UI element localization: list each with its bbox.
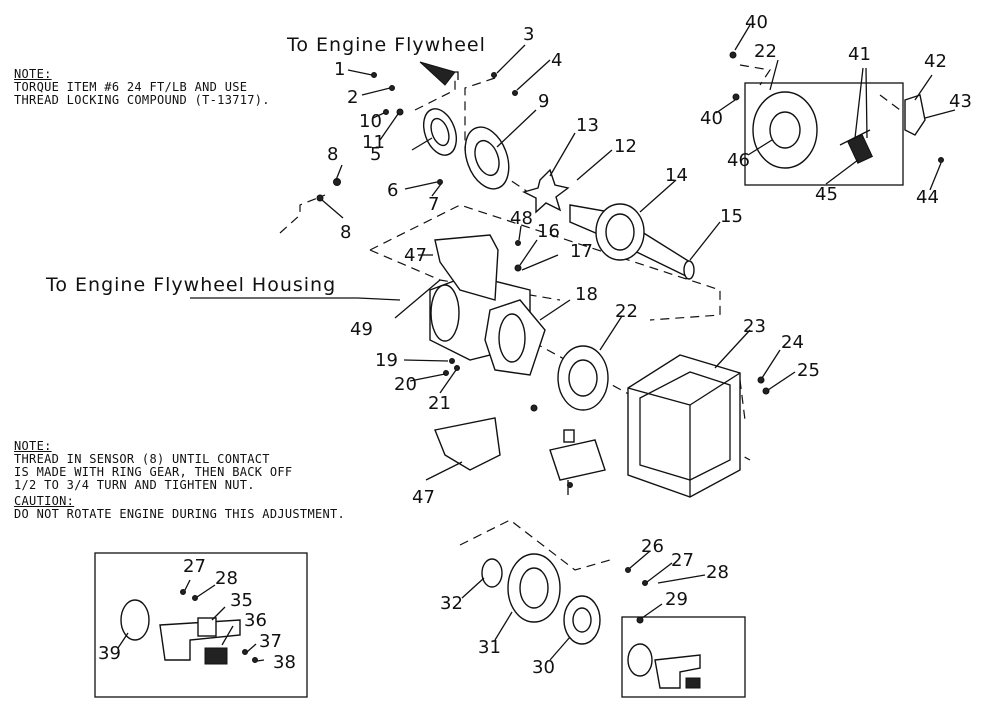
flywheel-label: To Engine Flywheel [287,34,486,56]
part-number-callout: 40 [700,108,723,129]
part-number-callout: 27 [671,550,694,571]
part-number-callout: 28 [706,562,729,583]
part-number-callout: 7 [428,194,439,215]
part-number-callout: 31 [478,637,501,658]
part-number-callout: 17 [570,241,593,262]
part-number-callout: 8 [327,144,338,165]
sensor-note-line-2: IS MADE WITH RING GEAR, THEN BACK OFF [14,465,293,479]
part-number-callout: 26 [641,536,664,557]
part-number-callout: 24 [781,332,804,353]
part-number-callout: 3 [523,24,534,45]
part-number-callout: 46 [727,150,750,171]
part-number-callout: 21 [428,393,451,414]
part-number-callout: 19 [375,350,398,371]
part-number-callout: 32 [440,593,463,614]
sensor-note-line-1: THREAD IN SENSOR (8) UNTIL CONTACT [14,452,270,466]
part-number-callout: 42 [924,51,947,72]
part-number-callout: 29 [665,589,688,610]
part-number-callout: 47 [412,487,435,508]
part-number-callout: 18 [575,284,598,305]
part-number-callout: 41 [848,44,871,65]
part-number-callout: 38 [273,652,296,673]
part-number-callout: 30 [532,657,555,678]
part-number-callout: 49 [350,319,373,340]
part-number-callout: 14 [665,165,688,186]
part-number-callout: 13 [576,115,599,136]
part-number-callout: 35 [230,590,253,611]
caution-heading: CAUTION: [14,494,75,508]
part-number-callout: 44 [916,187,939,208]
part-number-callout: 45 [815,184,838,205]
sensor-note: NOTE: THREAD IN SENSOR (8) UNTIL CONTACT… [14,440,345,521]
part-number-callout: 25 [797,360,820,381]
part-number-callout: 40 [745,12,768,33]
part-number-callout: 6 [387,180,398,201]
torque-note-line-2: THREAD LOCKING COMPOUND (T-13717). [14,93,270,107]
sensor-note-heading: NOTE: [14,439,52,453]
torque-note: NOTE: TORQUE ITEM #6 24 FT/LB AND USE TH… [14,68,270,107]
part-number-callout: 39 [98,643,121,664]
torque-note-line-1: TORQUE ITEM #6 24 FT/LB AND USE [14,80,248,94]
flywheel-housing-label: To Engine Flywheel Housing [46,274,337,296]
part-number-callout: 5 [370,144,381,165]
part-number-callout: 9 [538,91,549,112]
part-number-callout: 48 [510,208,533,229]
part-number-callout: 12 [614,136,637,157]
part-number-callout: 28 [215,568,238,589]
part-number-callout: 47 [404,245,427,266]
part-number-callout: 43 [949,91,972,112]
part-number-callout: 37 [259,631,282,652]
part-number-callout: 36 [244,610,267,631]
part-number-callout: 22 [754,41,777,62]
part-number-callout: 27 [183,556,206,577]
part-number-callout: 22 [615,301,638,322]
part-number-callout: 10 [359,111,382,132]
caution-text: DO NOT ROTATE ENGINE DURING THIS ADJUSTM… [14,507,346,521]
part-number-callout: 8 [340,222,351,243]
part-number-callout: 15 [720,206,743,227]
torque-note-heading: NOTE: [14,67,52,81]
part-number-callout: 20 [394,374,417,395]
sensor-note-line-3: 1/2 TO 3/4 TURN AND TIGHTEN NUT. [14,478,255,492]
part-number-callout: 2 [347,87,358,108]
part-number-callout: 16 [537,221,560,242]
part-number-callout: 11 [362,132,385,153]
part-number-callout: 4 [551,50,562,71]
part-number-callout: 1 [334,59,345,80]
part-number-callout: 23 [743,316,766,337]
